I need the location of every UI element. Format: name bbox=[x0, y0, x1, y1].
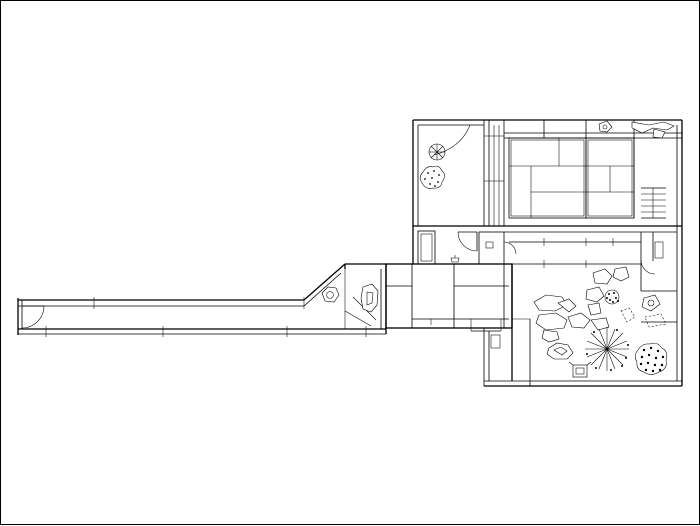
room-partitions bbox=[504, 120, 682, 218]
stepping-stone-a bbox=[321, 286, 340, 303]
small-shrub bbox=[604, 289, 620, 305]
middle-section bbox=[385, 263, 513, 332]
shrub-cluster bbox=[419, 165, 445, 189]
stone-lantern bbox=[568, 361, 592, 378]
tatami-room-left bbox=[508, 137, 587, 219]
room-door bbox=[457, 231, 478, 252]
garden-rock bbox=[546, 342, 574, 360]
courtyard-stepping-stones bbox=[533, 294, 591, 343]
stair bbox=[641, 187, 666, 219]
entry-corridor bbox=[17, 297, 386, 337]
toilet-room bbox=[478, 231, 517, 265]
radiating-shrub bbox=[585, 327, 629, 371]
dense-shrub bbox=[634, 342, 668, 375]
wash-fixture bbox=[450, 255, 460, 263]
engawa-veranda bbox=[483, 120, 505, 226]
corridor-end-door bbox=[21, 305, 45, 329]
upper-garden bbox=[417, 124, 484, 226]
central-corridor bbox=[413, 225, 682, 268]
garden-stones-top bbox=[598, 120, 675, 139]
courtyard-stones-right bbox=[585, 266, 661, 331]
main-house-outline bbox=[412, 119, 683, 387]
stepping-stone-b bbox=[360, 283, 379, 313]
right-door bbox=[640, 232, 677, 292]
round-tree bbox=[428, 143, 446, 161]
bath-cubicle bbox=[417, 230, 436, 265]
lower-wing bbox=[483, 264, 531, 386]
dashed-bed bbox=[620, 307, 677, 328]
tatami-room-right bbox=[585, 137, 635, 219]
